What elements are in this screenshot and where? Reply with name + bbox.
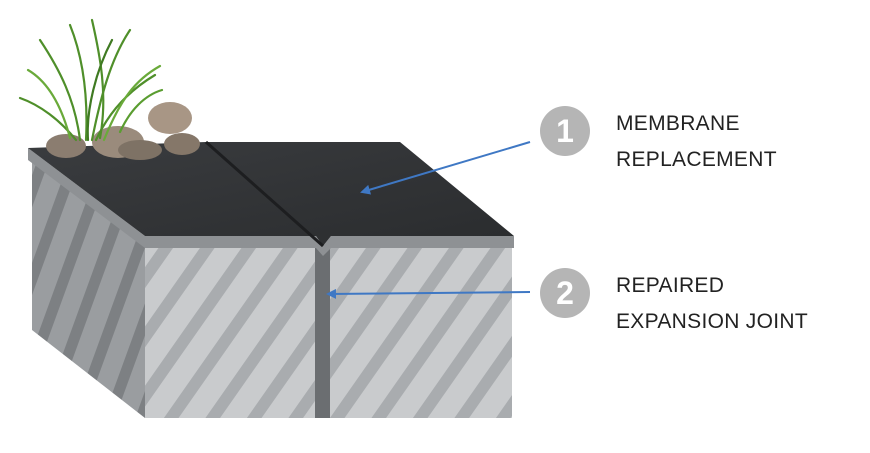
callout-label-1: MEMBRANE REPLACEMENT [616, 106, 777, 178]
callout-badge-2: 2 [540, 268, 590, 318]
arrow-membrane [360, 141, 531, 195]
grass-tuft-icon [18, 18, 164, 142]
concrete-front-right [330, 248, 512, 418]
callout-label-1-line1: MEMBRANE [616, 112, 740, 135]
membrane-edge [28, 148, 514, 256]
arrow-joint [326, 288, 531, 299]
expansion-joint-gap [315, 248, 330, 418]
callout-label-1-line2: REPLACEMENT [616, 148, 777, 171]
callout-badge-1: 1 [540, 106, 590, 156]
concrete-front-left [145, 248, 315, 418]
membrane-top-surface [28, 142, 514, 246]
callout-membrane-replacement: 1 MEMBRANE REPLACEMENT [540, 106, 777, 178]
callout-repaired-expansion-joint: 2 REPAIRED EXPANSION JOINT [540, 268, 808, 340]
callout-label-2-line1: REPAIRED [616, 274, 725, 297]
callout-label-2: REPAIRED EXPANSION JOINT [616, 268, 808, 340]
membrane-seam [205, 140, 324, 248]
callout-label-2-line2: EXPANSION JOINT [616, 310, 808, 333]
